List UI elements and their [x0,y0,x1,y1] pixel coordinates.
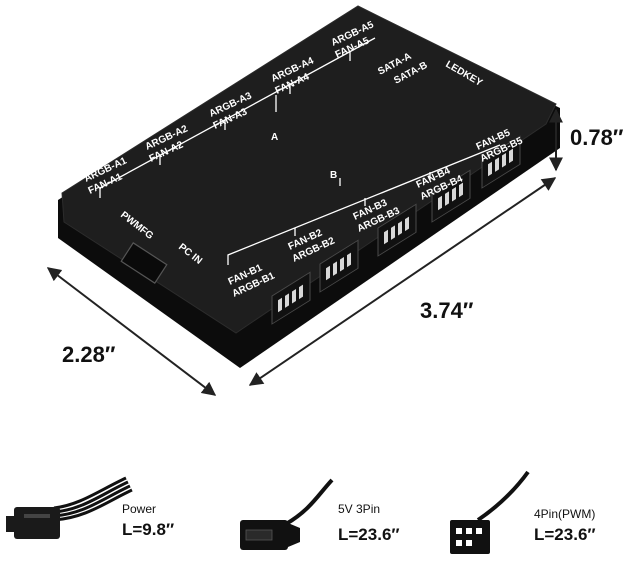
width-arrow [46,267,217,396]
cable-argb: 5V 3Pin L=23.6″ [240,478,400,550]
pwm-4pin-connector-icon [450,470,530,554]
width-dimension: 2.28″ [62,342,116,367]
cable-argb-name: 5V 3Pin [338,502,380,516]
fan-hub-board: A B ARGB-A1FAN-A1ARGB-A2FAN-A2ARGB-A3FAN… [58,5,560,368]
cable-power-name: Power [122,502,156,516]
cable-pwm-length: L=23.6″ [534,525,596,544]
cable-power-length: L=9.8″ [122,520,174,539]
board-top [61,5,557,334]
group-a-label: A [271,132,278,143]
length-arrow [248,177,557,386]
height-dimension: 0.78″ [570,125,624,150]
argb-3pin-connector-icon [240,478,334,550]
length-dimension: 3.74″ [420,298,474,323]
group-b-label: B [330,170,337,181]
cable-pwm: 4Pin(PWM) L=23.6″ [450,470,596,554]
sata-power-connector-icon [6,476,133,539]
cable-argb-length: L=23.6″ [338,525,400,544]
cable-pwm-name: 4Pin(PWM) [534,507,595,521]
a-bus-lines [99,37,376,198]
cable-power: Power L=9.8″ [6,476,174,539]
b-port-connector [481,135,521,189]
